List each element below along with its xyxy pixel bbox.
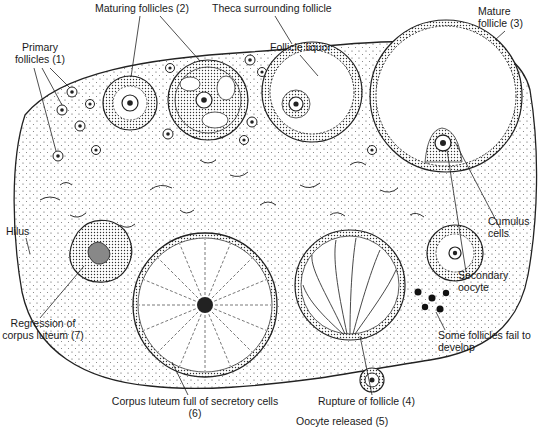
part-label: Theca surrounding follicle <box>212 3 362 15</box>
oocyte-dot <box>260 70 263 73</box>
leader-line <box>436 312 445 330</box>
failed-follicle <box>437 306 444 313</box>
primary-follicle <box>240 136 249 145</box>
leader-line <box>360 336 372 395</box>
theca-follicle <box>262 42 362 142</box>
oocyte-nucleus <box>370 378 375 383</box>
part-label: Cumulus cells <box>488 216 546 239</box>
regression-core <box>88 242 110 264</box>
oocyte-dot <box>370 148 373 151</box>
oocyte-dot <box>60 108 64 112</box>
oocyte <box>289 97 303 111</box>
leader-line <box>131 16 140 77</box>
part-label: Oocyte released (5) <box>296 416 426 428</box>
leader-line <box>42 68 62 105</box>
oocyte-nucleus <box>293 101 298 106</box>
leader-line <box>275 16 292 44</box>
oocyte-dot <box>70 90 74 94</box>
leader-line <box>34 68 56 151</box>
part-label: Primary follicles (1) <box>4 42 76 65</box>
failed-follicle <box>415 289 422 296</box>
failed-follicles <box>415 289 450 313</box>
primary-follicle <box>368 146 377 155</box>
antrum-cavity <box>217 76 235 100</box>
failed-follicle <box>422 304 428 310</box>
corpus-luteum <box>133 233 277 377</box>
leader-line <box>26 238 30 254</box>
cumulus-mound <box>282 90 310 118</box>
regressing-corpus-luteum <box>70 220 132 282</box>
oocyte <box>196 92 212 108</box>
primary-follicle <box>53 151 63 161</box>
oocyte-nucleus <box>201 97 207 103</box>
stroma-marks <box>40 160 424 227</box>
primary-follicle <box>57 105 67 115</box>
oocyte-dot <box>168 66 171 69</box>
leader-line <box>447 150 466 272</box>
leader-line <box>300 55 318 76</box>
maturing-follicle <box>168 60 248 140</box>
primary-follicle <box>163 129 173 139</box>
part-label: Mature follicle (3) <box>478 6 540 29</box>
oocyte <box>365 373 379 387</box>
oocyte-dot <box>166 132 170 136</box>
part-label: Follicle liquor <box>270 42 360 54</box>
oocyte-dot <box>88 102 91 105</box>
antrum-cavity <box>202 112 228 128</box>
oocyte-dot <box>242 138 245 141</box>
ruptured-follicle <box>295 230 405 340</box>
oocyte-dot <box>78 124 82 128</box>
collapsed-folds <box>303 238 396 334</box>
oocyte <box>449 247 461 259</box>
primary-follicle <box>86 100 95 109</box>
part-label: Maturing follicles (2) <box>95 3 225 15</box>
oocyte-dot <box>250 120 254 124</box>
oocyte-nucleus <box>127 100 133 106</box>
primary-follicle <box>247 117 257 127</box>
part-label: Hilus <box>6 226 46 238</box>
follicle-antrum <box>376 26 516 166</box>
antrum-cavity <box>180 77 200 91</box>
part-label: Rupture of follicle (4) <box>318 396 438 408</box>
luteum-center <box>197 297 213 313</box>
secretory-region <box>138 238 272 372</box>
leader-line <box>172 362 188 395</box>
leader-line <box>50 68 70 88</box>
primary-follicle <box>166 64 175 73</box>
leader-line <box>160 16 200 61</box>
oocyte-dot <box>56 154 60 158</box>
leader-line <box>495 31 505 40</box>
oocyte-dot <box>94 148 97 151</box>
leader-lines <box>26 16 505 395</box>
primary-follicle <box>92 146 101 155</box>
primary-follicle <box>67 87 77 97</box>
oocyte-dot <box>248 58 252 62</box>
ruptured-cavity <box>301 236 399 334</box>
part-label: Regression of corpus luteum (7) <box>2 318 84 341</box>
follicle-antrum <box>270 50 354 134</box>
released-oocyte <box>360 368 384 392</box>
part-label: Some follicles fail to develop <box>438 330 544 353</box>
secretory-cell-rays <box>139 239 271 371</box>
oocyte-nucleus <box>453 251 457 255</box>
part-label: Secondary oocyte <box>458 270 528 293</box>
primary-follicle <box>245 55 255 65</box>
oocyte <box>122 95 138 111</box>
maturing-follicle <box>103 76 157 130</box>
mature-follicle <box>370 20 522 172</box>
failed-follicle <box>443 290 449 296</box>
granulosa-layer <box>113 86 147 120</box>
secondary-oocyte <box>435 135 451 151</box>
failed-follicle <box>429 295 436 302</box>
oocyte-nucleus <box>440 140 446 146</box>
part-label: Corpus luteum full of secretory cells (6… <box>110 396 280 419</box>
granulosa-layer <box>436 234 474 272</box>
primary-follicle <box>75 121 85 131</box>
leader-line <box>40 266 84 318</box>
granulosa-layer <box>175 67 241 133</box>
